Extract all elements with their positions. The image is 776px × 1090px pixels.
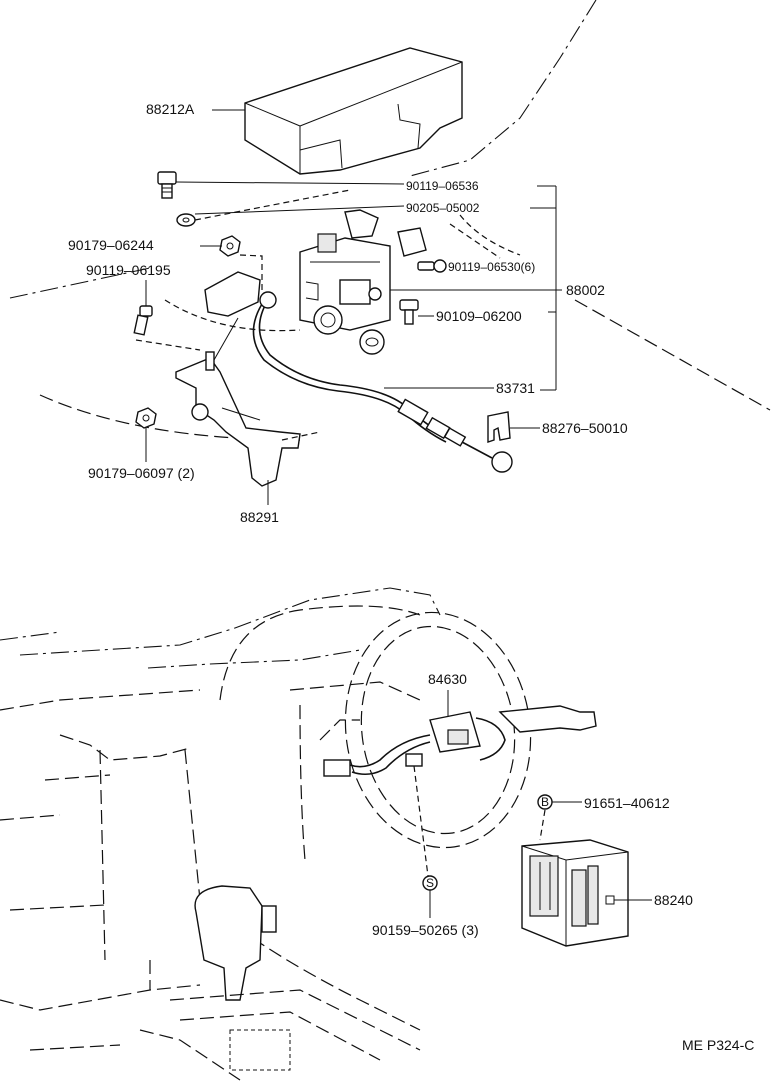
label-90205-05002: 90205–05002 [406, 201, 480, 215]
label-88240: 88240 [654, 892, 693, 908]
screw-90119-06530 [417, 259, 447, 273]
bracket-88291 [175, 271, 301, 487]
reference-code: ME P324-C [682, 1037, 754, 1053]
label-88212A: 88212A [146, 101, 195, 117]
label-90119-06195: 90119–06195 [86, 262, 171, 278]
steering-wheel [219, 605, 532, 849]
bolt-90109-06200 [399, 299, 419, 325]
bolt-90119-06536 [157, 171, 177, 199]
dashboard-phantom-lines [0, 587, 441, 1081]
actuator-88002 [299, 209, 427, 355]
screw-marker-letter: S [426, 876, 434, 890]
label-84630: 84630 [428, 671, 467, 687]
label-88276-50010: 88276–50010 [542, 420, 628, 436]
label-88291: 88291 [240, 509, 279, 525]
label-90119-06536: 90119–06536 [406, 179, 479, 193]
cable-83731 [252, 291, 513, 473]
cover-88212A [244, 47, 463, 175]
label-90179-06097: 90179–06097 (2) [88, 465, 195, 481]
label-90109-06200: 90109–06200 [436, 308, 522, 324]
nut-90179-06244 [219, 235, 241, 257]
label-91651-40612: 91651–40612 [584, 795, 670, 811]
label-88002: 88002 [566, 282, 605, 298]
bolt-90119-06195 [133, 305, 153, 336]
screw-marker-90159-50265: S [422, 875, 438, 891]
clip-88276-50010 [487, 411, 511, 443]
shift-lever-console [149, 885, 421, 1071]
label-90179-06244: 90179–06244 [68, 237, 154, 253]
bolt-marker-letter: B [541, 795, 549, 809]
nut-90179-06097 [135, 407, 157, 429]
label-83731: 83731 [496, 380, 535, 396]
washer-90205-05002 [176, 213, 196, 227]
bolt-marker-91651-40612: B [537, 794, 553, 810]
switch-84630 [323, 705, 597, 777]
ecu-88240 [521, 839, 629, 947]
label-90119-06530: 90119–06530(6) [448, 260, 535, 274]
label-90159-50265: 90159–50265 (3) [372, 922, 479, 938]
